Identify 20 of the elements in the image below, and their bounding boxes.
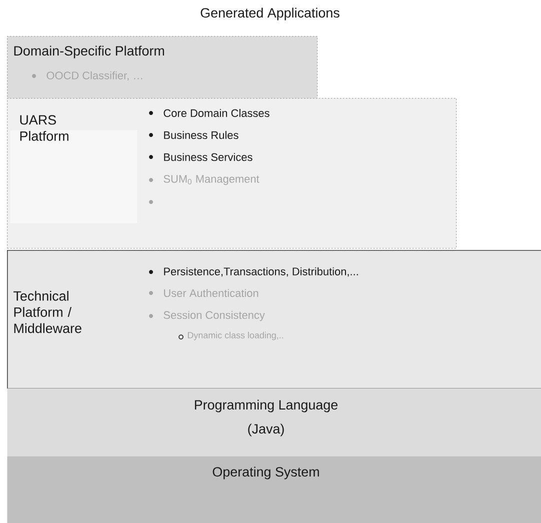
layer-panel — [7, 250, 541, 389]
bullet-item: Core Domain Classes — [149, 108, 270, 118]
title: Generated Applications — [200, 8, 340, 20]
layer-panel — [7, 456, 541, 523]
bullet-item: User Authentication — [149, 288, 258, 298]
bullet-item: Business Rules — [149, 130, 238, 140]
bullet-item: Business Services — [149, 152, 252, 162]
heading: UARS Platform — [20, 115, 68, 141]
heading: Domain-Specific Platform — [14, 46, 164, 58]
sub-bullet-item: Dynamic class loading,.. — [178, 332, 284, 340]
bullet-item: SUM$_{0}$ Management — [149, 175, 260, 185]
layer-panel — [7, 36, 318, 99]
heading: Technical Platform / Middleware — [14, 290, 82, 334]
bullet-item: Persistence,Transactions, Distribution,... — [149, 267, 358, 277]
heading: Programming Language — [194, 400, 338, 412]
heading: Operating System — [212, 466, 319, 480]
heading: (Java) — [248, 424, 284, 436]
bullet-item: OOCD Classifier, … — [32, 71, 142, 81]
layer-panel — [7, 388, 541, 456]
bullet-item: Session Consistency — [149, 310, 265, 322]
